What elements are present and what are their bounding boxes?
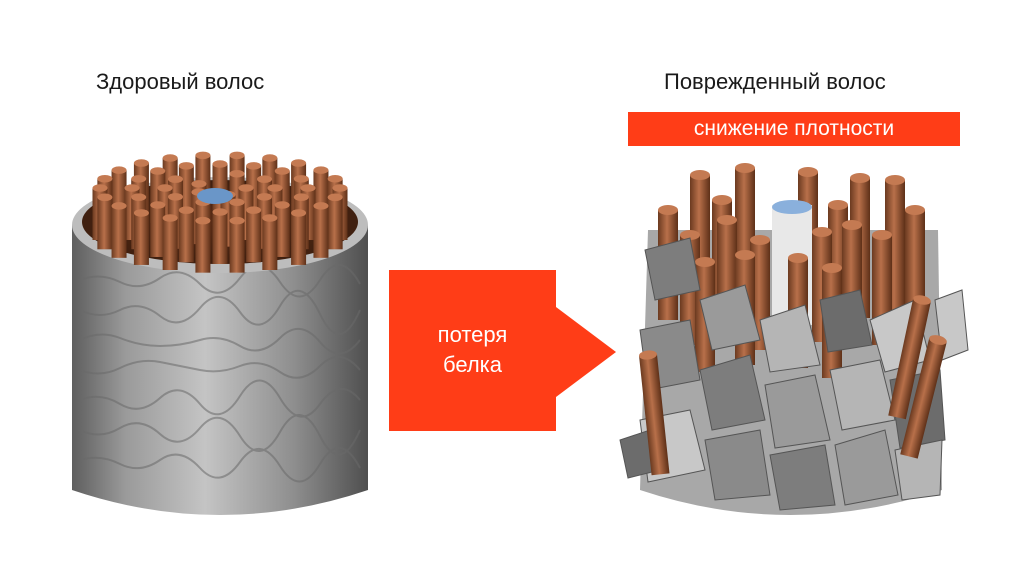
healthy-fiber — [179, 210, 194, 262]
healthy-fiber-cap — [294, 193, 309, 201]
healthy-fiber-cap — [150, 201, 165, 209]
healthy-medulla — [197, 188, 233, 204]
healthy-fiber-cap — [294, 175, 309, 183]
healthy-fiber-cap — [333, 184, 348, 192]
healthy-fiber-cap — [213, 208, 228, 216]
healthy-fiber-cap — [131, 193, 146, 201]
damaged-fiber-back-cap — [712, 195, 732, 205]
damaged-hair-title: Поврежденный волос — [664, 69, 886, 95]
healthy-fiber-cap — [268, 184, 283, 192]
damaged-fiber-cap — [822, 263, 842, 273]
healthy-fiber-cap — [191, 180, 206, 188]
healthy-fiber-cap — [168, 193, 183, 201]
healthy-fiber-cap — [230, 152, 245, 160]
damaged-fiber-cap — [658, 205, 678, 215]
healthy-fiber-cap — [195, 152, 210, 160]
healthy-fiber-cap — [112, 202, 127, 210]
healthy-fiber — [97, 197, 112, 249]
damaged-fiber-back-cap — [735, 163, 755, 173]
healthy-fiber-cap — [328, 194, 343, 202]
healthy-fiber-cap — [257, 193, 272, 201]
healthy-hair-title: Здоровый волос — [96, 69, 264, 95]
healthy-fiber-cap — [301, 184, 316, 192]
healthy-fiber-cap — [213, 160, 228, 168]
healthy-fiber-cap — [229, 199, 244, 207]
damaged-fiber-back-cap — [798, 167, 818, 177]
damaged-fiber-cap — [905, 205, 925, 215]
healthy-fiber-cap — [246, 206, 261, 214]
damaged-fiber-cap — [750, 235, 770, 245]
healthy-fiber — [313, 206, 328, 258]
healthy-fiber-cap — [239, 184, 254, 192]
damaged-fiber-back-cap — [828, 200, 848, 210]
damaged-fiber-back-cap — [885, 175, 905, 185]
healthy-fiber-cap — [179, 162, 194, 170]
healthy-fiber-cap — [328, 175, 343, 183]
healthy-fiber-cap — [291, 209, 306, 217]
damaged-fiber-cap — [788, 253, 808, 263]
healthy-fiber — [246, 210, 261, 262]
healthy-fiber — [134, 213, 149, 265]
damaged-fiber-cap — [812, 227, 832, 237]
healthy-fiber-cap — [93, 184, 108, 192]
healthy-fiber-cap — [257, 175, 272, 183]
cuticle-flake — [705, 430, 770, 500]
cuticle-flake — [645, 238, 700, 300]
damaged-fiber-cap — [695, 257, 715, 267]
healthy-fiber-cap — [275, 167, 290, 175]
healthy-fiber-cap — [131, 175, 146, 183]
protein-loss-arrow-head — [556, 307, 616, 397]
healthy-fiber-cap — [229, 170, 244, 178]
healthy-fiber — [195, 221, 210, 273]
healthy-fiber — [291, 213, 306, 265]
damaged-fiber-cap — [872, 230, 892, 240]
healthy-fiber-cap — [125, 184, 140, 192]
healthy-fiber-cap — [313, 202, 328, 210]
healthy-fiber-cap — [195, 217, 210, 225]
healthy-fiber-cap — [158, 184, 173, 192]
healthy-fiber — [262, 218, 277, 270]
healthy-fiber — [230, 221, 245, 273]
healthy-fiber-cap — [246, 162, 261, 170]
healthy-fiber-cap — [112, 166, 127, 174]
arrow-label-line2: белка — [389, 350, 556, 380]
healthy-fiber-cap — [134, 159, 149, 167]
arrow-label-line1: потеря — [389, 320, 556, 350]
damaged-fiber-back-cap — [690, 170, 710, 180]
healthy-fiber — [163, 218, 178, 270]
density-reduction-badge: снижение плотности — [628, 112, 960, 146]
healthy-fiber-cap — [163, 154, 178, 162]
healthy-fiber — [213, 212, 228, 264]
healthy-fiber-cap — [262, 154, 277, 162]
damaged-fiber-cap — [842, 220, 862, 230]
healthy-fiber-cap — [168, 175, 183, 183]
healthy-fiber-cap — [150, 167, 165, 175]
damaged-fiber-cap — [735, 250, 755, 260]
healthy-fiber-cap — [230, 217, 245, 225]
damaged-fiber-cap — [717, 215, 737, 225]
damaged-fiber-back-cap — [850, 173, 870, 183]
healthy-fiber-cap — [97, 175, 112, 183]
damaged-medulla — [772, 200, 812, 214]
healthy-fiber-cap — [163, 214, 178, 222]
healthy-fiber-cap — [134, 209, 149, 217]
damaged-hair-image — [620, 163, 968, 515]
healthy-fiber-cap — [275, 201, 290, 209]
healthy-fiber-cap — [313, 166, 328, 174]
healthy-fiber — [112, 206, 127, 258]
healthy-fiber-cap — [179, 206, 194, 214]
cuticle-flake — [770, 445, 835, 510]
protein-loss-label: потеря белка — [389, 320, 556, 380]
healthy-fiber — [328, 197, 343, 249]
healthy-fiber-cap — [291, 159, 306, 167]
healthy-fiber-cap — [97, 194, 112, 202]
healthy-fiber-cap — [262, 214, 277, 222]
healthy-hair-image — [72, 152, 368, 515]
